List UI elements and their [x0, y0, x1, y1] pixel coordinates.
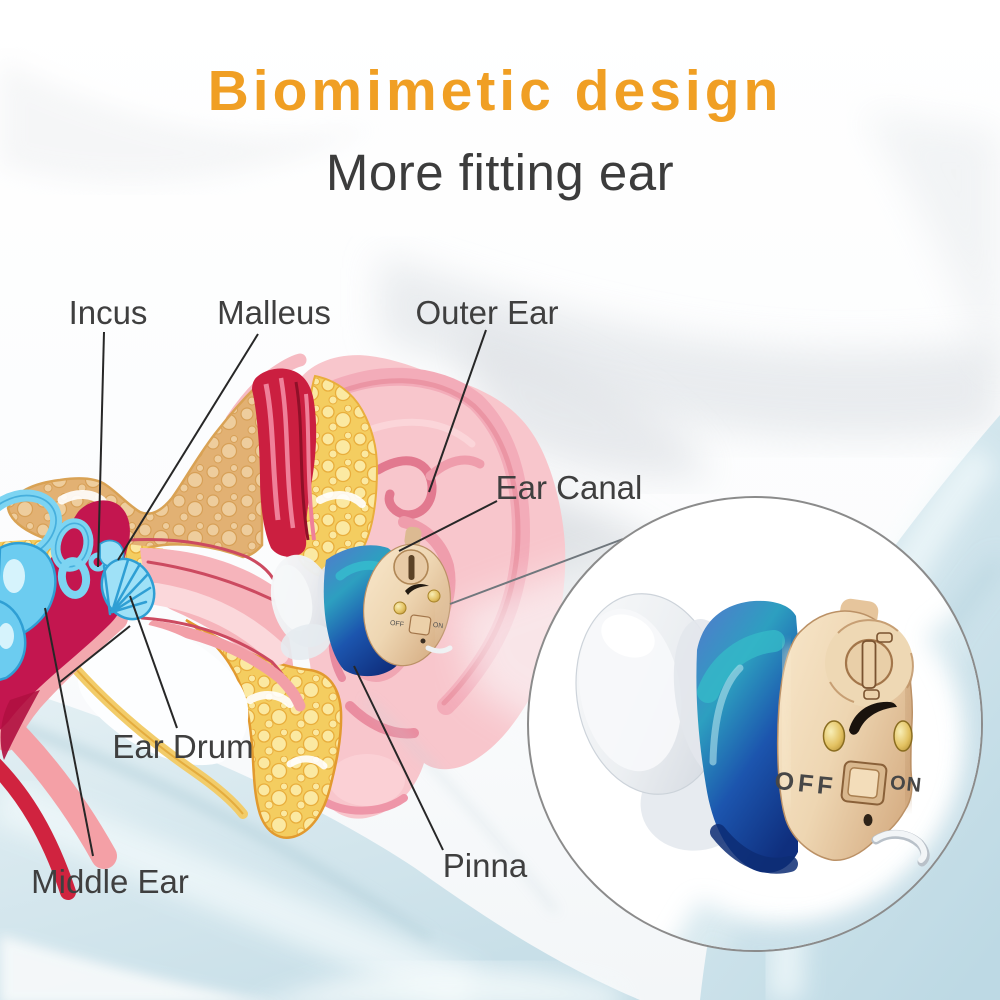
- svg-text:More fitting ear: More fitting ear: [326, 144, 674, 201]
- svg-text:Malleus: Malleus: [217, 294, 331, 331]
- svg-text:OFF: OFF: [773, 767, 838, 801]
- svg-text:Ear Drum: Ear Drum: [112, 728, 253, 765]
- svg-text:ON: ON: [432, 622, 443, 630]
- svg-text:Ear Canal: Ear Canal: [496, 469, 643, 506]
- svg-text:OFF: OFF: [389, 620, 404, 629]
- svg-text:Biomimetic design: Biomimetic design: [208, 59, 783, 123]
- svg-text:Middle Ear: Middle Ear: [31, 863, 189, 900]
- svg-text:ON: ON: [889, 772, 923, 797]
- svg-text:Pinna: Pinna: [443, 847, 528, 884]
- svg-text:Outer Ear: Outer Ear: [415, 294, 558, 331]
- svg-text:Incus: Incus: [69, 294, 148, 331]
